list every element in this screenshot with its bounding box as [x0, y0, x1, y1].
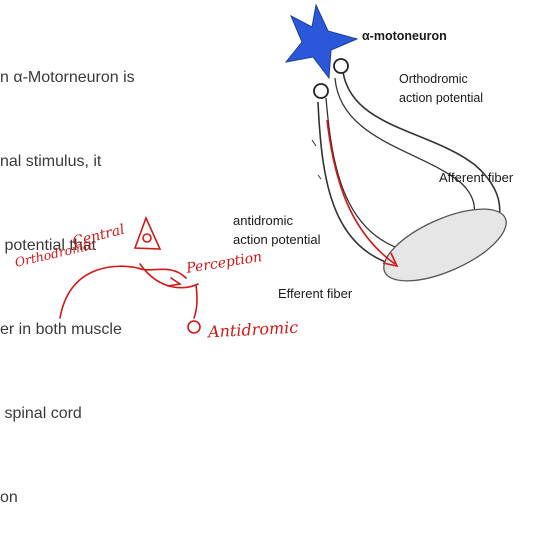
muscle-ellipse [374, 194, 516, 295]
antidromic-label-line1: antidromic [233, 213, 293, 228]
paragraph-line: on [0, 484, 135, 512]
efferent-fiber-label: Efferent fiber [278, 286, 352, 301]
afferent-terminal-circle [334, 59, 348, 73]
antidromic-label-line2: action potential [233, 232, 320, 247]
orthodromic-label-line2: action potential [399, 91, 483, 105]
motoneuron-label: α-motoneuron [362, 29, 447, 43]
sketch-circle [188, 321, 200, 333]
afferent-fiber-label: Afferent fiber [439, 170, 513, 185]
axon-hillock-circle [314, 84, 328, 98]
sketch-down-branch [194, 285, 197, 318]
afferent-tick [312, 140, 316, 146]
efferent-fiber-inner [326, 98, 410, 252]
sketch-axon-curve [60, 266, 186, 318]
sketch-arrow [168, 278, 180, 286]
orthodromic-label-line1: Orthodromic [399, 72, 468, 86]
afferent-tick [318, 175, 321, 179]
paragraph-line: spinal cord [0, 400, 135, 428]
sketch-neuron-nucleus [143, 234, 151, 242]
